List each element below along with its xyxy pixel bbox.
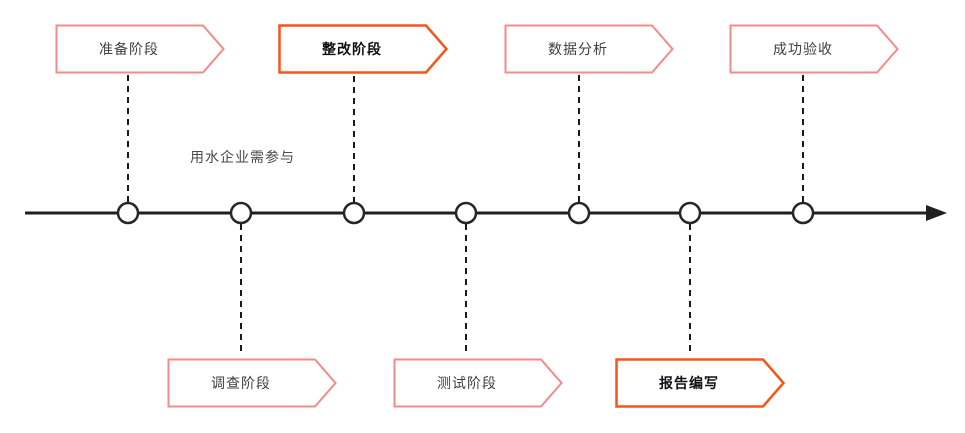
flag-shape (615, 358, 785, 408)
stage-label: 数据分析 (548, 41, 608, 57)
stage-label: 测试阶段 (437, 375, 497, 391)
milestone-node-1[interactable] (116, 201, 140, 225)
stage-flag-zhunbei[interactable]: 准备阶段 (55, 24, 225, 74)
flag-shape (167, 358, 337, 408)
stage-flag-chenggongyanshou[interactable]: 成功验收 (729, 24, 899, 74)
timeline-arrowhead-icon (926, 205, 947, 221)
milestone-node-7[interactable] (791, 201, 815, 225)
stage-label: 成功验收 (773, 41, 833, 57)
stage-label: 调查阶段 (211, 375, 271, 391)
annotation-text: 用水企业需参与 (190, 149, 295, 165)
flag-shape (504, 24, 674, 74)
stage-label: 整改阶段 (322, 41, 382, 57)
stage-flag-diaocha[interactable]: 调查阶段 (167, 358, 337, 408)
stage-flag-baogaobianxie[interactable]: 报告编写 (615, 358, 785, 408)
milestone-node-3[interactable] (342, 201, 366, 225)
flag-shape (393, 358, 563, 408)
flag-shape (729, 24, 899, 74)
stage-label: 准备阶段 (99, 41, 159, 57)
stage-flag-shujufenxi[interactable]: 数据分析 (504, 24, 674, 74)
flag-shape (278, 24, 448, 74)
milestone-node-2[interactable] (229, 201, 253, 225)
milestone-node-6[interactable] (678, 201, 702, 225)
milestone-node-4[interactable] (454, 201, 478, 225)
stage-label: 报告编写 (659, 375, 719, 391)
milestone-node-5[interactable] (567, 201, 591, 225)
stage-flag-ceshi[interactable]: 测试阶段 (393, 358, 563, 408)
flag-shape (55, 24, 225, 74)
stage-flag-zhenggai[interactable]: 整改阶段 (278, 24, 448, 74)
